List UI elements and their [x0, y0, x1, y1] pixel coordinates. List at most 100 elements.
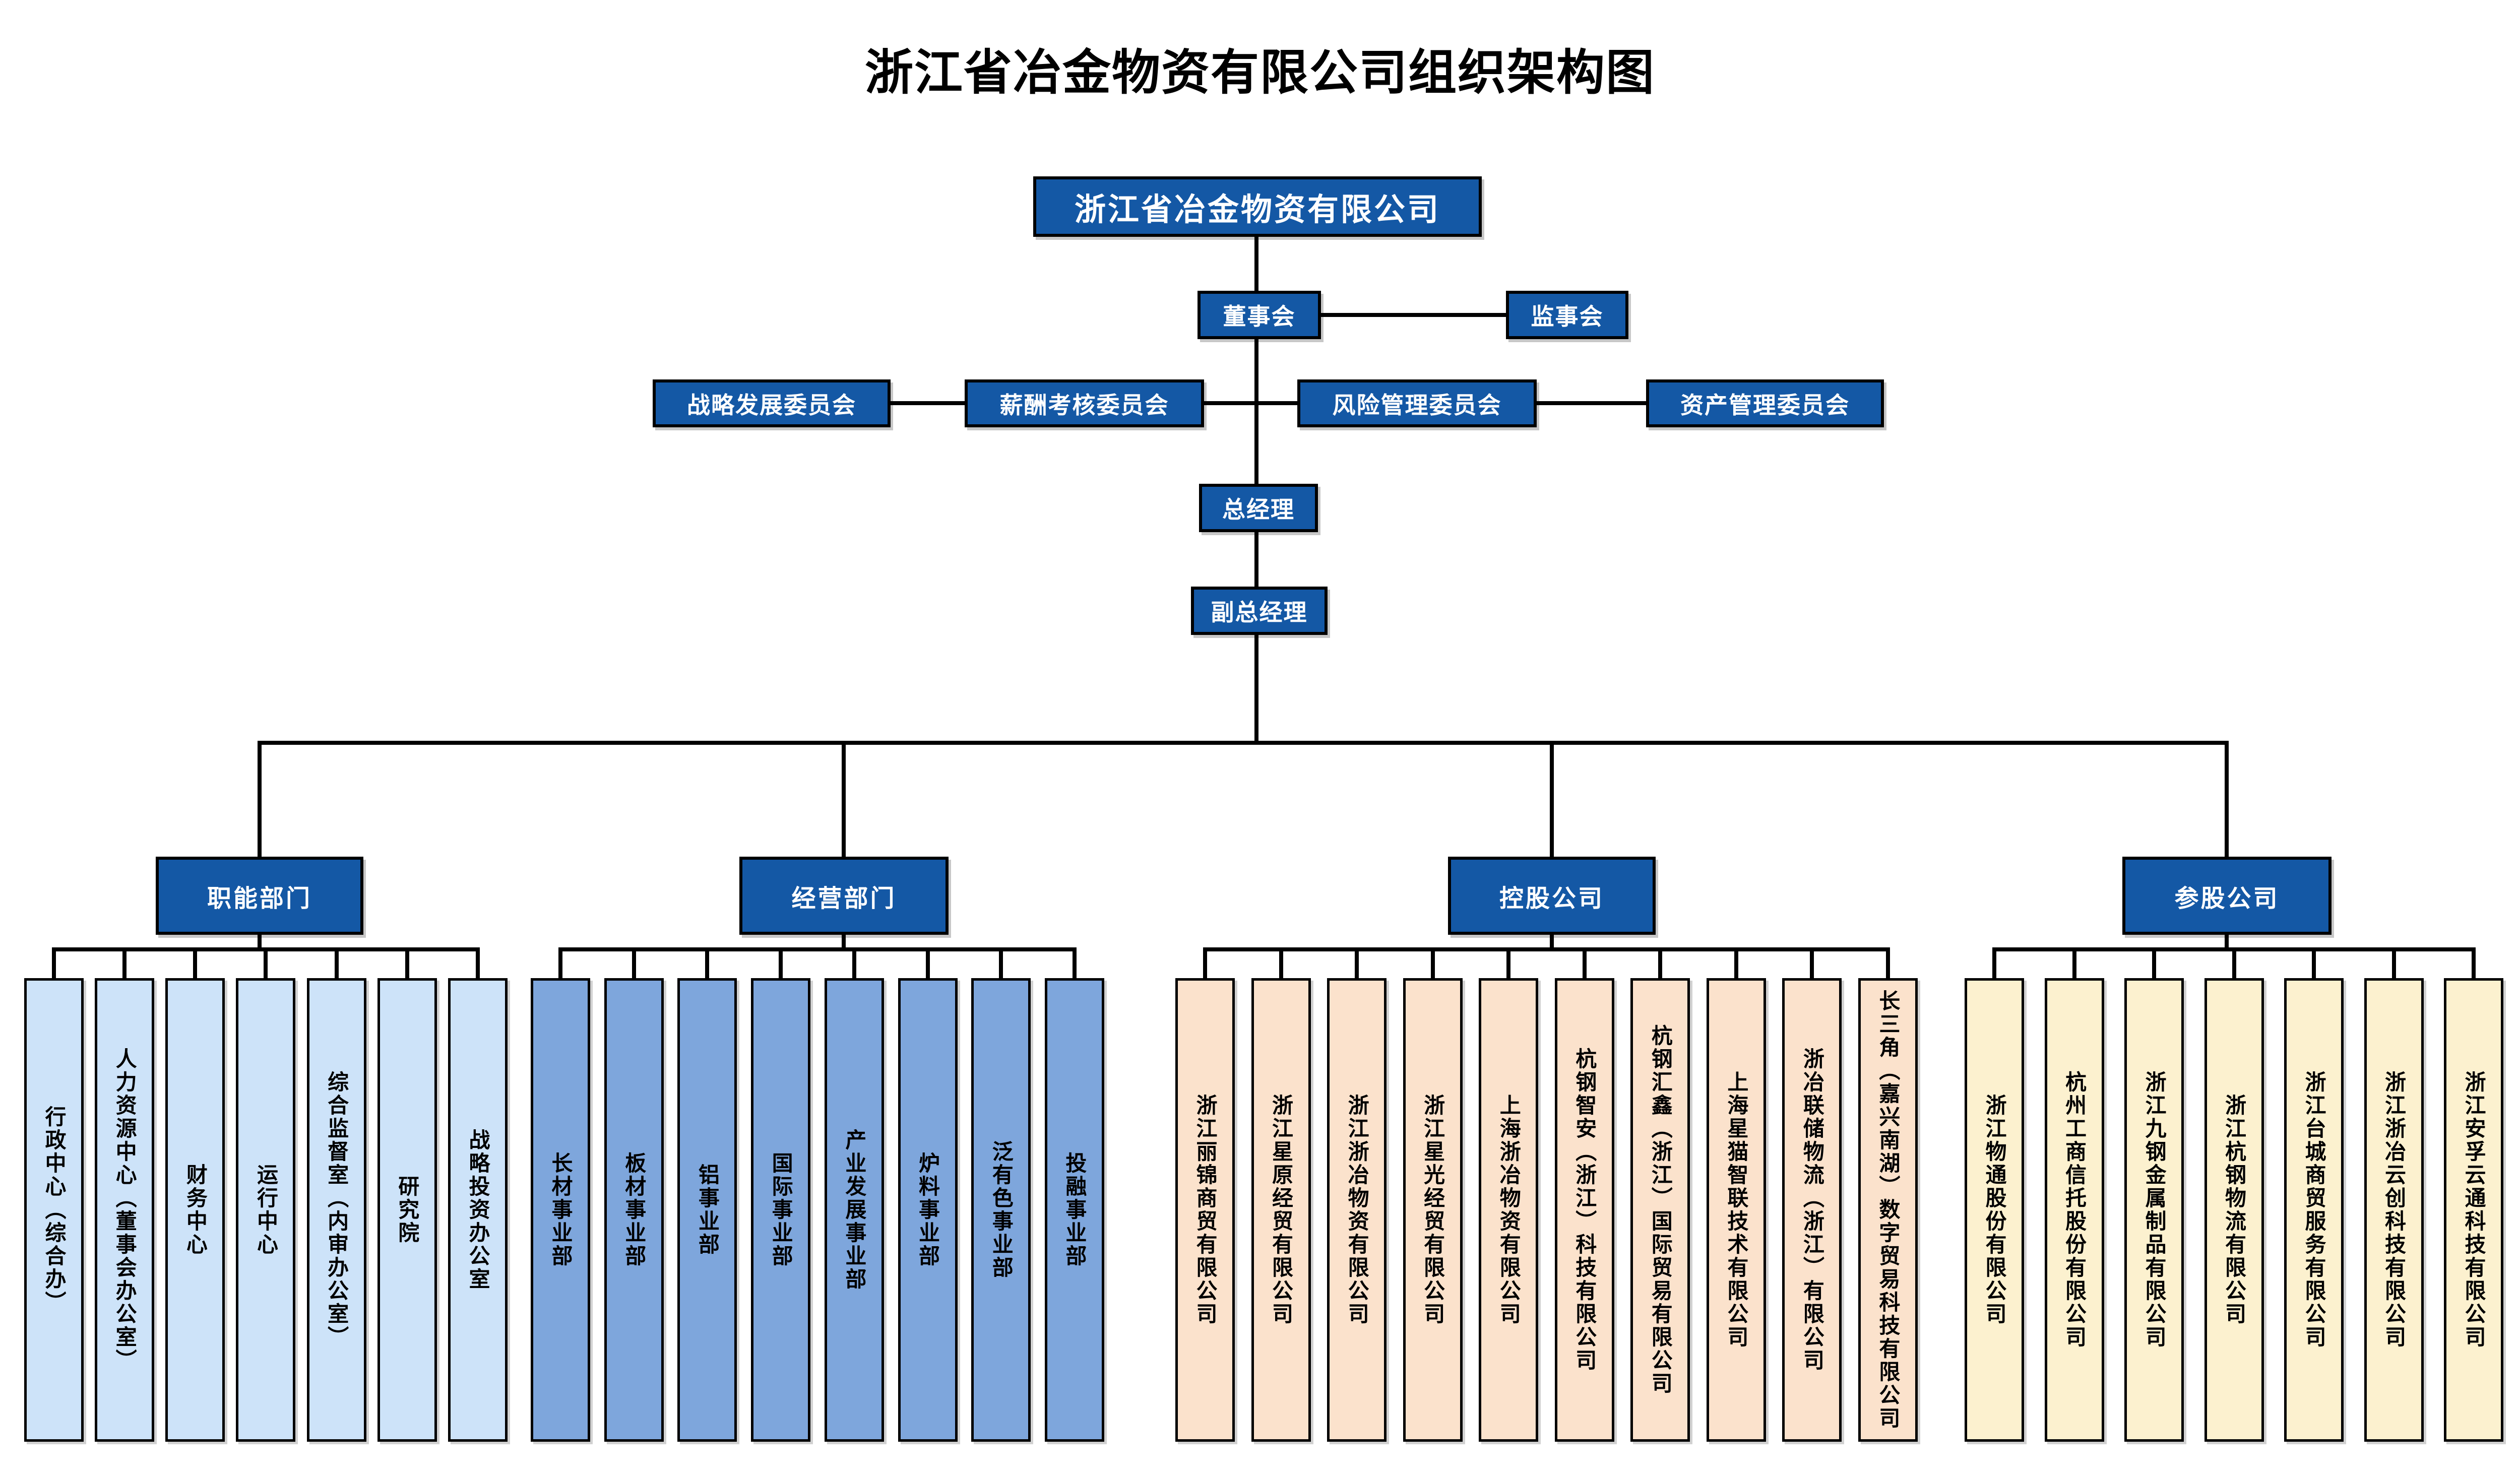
org-column-label: 板材事业部: [622, 1152, 646, 1268]
connector-committee-2: [1204, 401, 1297, 405]
group-header-holding: 控股公司: [1448, 857, 1656, 935]
group-header-participating: 参股公司: [2122, 857, 2332, 935]
org-column-label: 行政中心（综合办）: [42, 1106, 66, 1314]
group-header-functional: 职能部门: [156, 857, 363, 935]
org-column: 杭州工商信托股份有限公司: [2044, 951, 2104, 1442]
root-company-box: 浙江省冶金物资有限公司: [1033, 176, 1482, 237]
branch-drop-operating: [842, 741, 846, 857]
group-header-operating: 经营部门: [739, 857, 949, 935]
org-column: 浙冶联储物流（浙江）有限公司: [1782, 951, 1842, 1442]
org-column: 运行中心: [236, 951, 296, 1442]
supervisory-board-box: 监事会: [1506, 291, 1628, 339]
org-column: 上海浙冶物资有限公司: [1479, 951, 1539, 1442]
group-holding-companies: 浙江丽锦商贸有限公司 浙江星原经贸有限公司 浙江浙冶物资有限公司 浙江星光经贸有限公司…: [1175, 947, 1918, 1442]
org-column-label: 浙江安孚云通科技有限公司: [2462, 1071, 2486, 1349]
org-column: 铝事业部: [677, 951, 737, 1442]
org-column-label: 炉料事业部: [916, 1152, 940, 1268]
org-column-label: 财务中心: [183, 1164, 208, 1256]
org-column-label: 浙江星原经贸有限公司: [1269, 1094, 1293, 1326]
org-column-label: 综合监督室（内审办公室）: [325, 1071, 349, 1349]
org-column-label: 人力资源中心（董事会办公室）: [113, 1048, 137, 1372]
org-column-label: 浙江浙冶云创科技有限公司: [2382, 1071, 2406, 1349]
header-stub-participating: [2225, 935, 2229, 947]
connector-board-to-supervisory: [1321, 313, 1506, 317]
group-operating-departments: 长材事业部 板材事业部 铝事业部 国际事业部 产业发展事业部 炉料事业部 泛有色事业部 投融事…: [531, 947, 1104, 1442]
org-column-label: 研究院: [395, 1175, 419, 1245]
branch-line: [260, 741, 2226, 745]
committee-compensation-box: 薪酬考核委员会: [965, 379, 1204, 427]
group-functional-departments: 行政中心（综合办） 人力资源中心（董事会办公室） 财务中心 运行中心 综合监督室（内审办…: [24, 947, 508, 1442]
org-column-label: 浙江物通股份有限公司: [1983, 1094, 2006, 1326]
org-column: 长三角（嘉兴南湖）数字贸易科技有限公司: [1858, 951, 1918, 1442]
org-column-label: 泛有色事业部: [989, 1140, 1014, 1279]
org-column-label: 杭钢汇鑫（浙江）国际贸易有限公司: [1649, 1024, 1673, 1395]
branch-drop-participating: [2225, 741, 2229, 857]
board-of-directors-box: 董事会: [1198, 291, 1321, 339]
connector-board-to-gm: [1254, 339, 1258, 484]
bus-line: [1203, 947, 1890, 951]
org-column: 杭钢汇鑫（浙江）国际贸易有限公司: [1630, 951, 1690, 1442]
org-column: 投融事业部: [1044, 951, 1104, 1442]
branch-drop-functional: [258, 741, 262, 857]
org-column: 浙江丽锦商贸有限公司: [1175, 951, 1235, 1442]
bus-line: [558, 947, 1077, 951]
org-column: 浙江物通股份有限公司: [1965, 951, 2024, 1442]
committee-asset-box: 资产管理委员会: [1646, 379, 1884, 427]
org-column: 浙江九钢金属制品有限公司: [2124, 951, 2184, 1442]
org-column-label: 浙江杭钢物流有限公司: [2222, 1094, 2246, 1326]
general-manager-box: 总经理: [1199, 484, 1318, 532]
org-column-label: 浙江浙冶物资有限公司: [1345, 1094, 1369, 1326]
org-column: 浙江杭钢物流有限公司: [2204, 951, 2264, 1442]
org-column: 长材事业部: [531, 951, 590, 1442]
org-column-label: 浙江九钢金属制品有限公司: [2143, 1071, 2166, 1349]
org-column: 财务中心: [165, 951, 225, 1442]
deputy-general-manager-box: 副总经理: [1191, 587, 1328, 635]
org-column: 杭钢智安（浙江）科技有限公司: [1554, 951, 1614, 1442]
org-column: 产业发展事业部: [824, 951, 884, 1442]
branch-drop-holding: [1550, 741, 1554, 857]
committee-risk-box: 风险管理委员会: [1297, 379, 1537, 427]
org-column: 行政中心（综合办）: [24, 951, 84, 1442]
org-column-label: 长三角（嘉兴南湖）数字贸易科技有限公司: [1876, 990, 1900, 1430]
org-column: 上海星猫智联技术有限公司: [1706, 951, 1766, 1442]
org-column: 炉料事业部: [898, 951, 958, 1442]
group-participating-companies: 浙江物通股份有限公司 杭州工商信托股份有限公司 浙江九钢金属制品有限公司 浙江杭钢物流…: [1965, 947, 2503, 1442]
org-column-label: 杭州工商信托股份有限公司: [2062, 1071, 2087, 1349]
org-column: 研究院: [377, 951, 437, 1442]
org-column-label: 长材事业部: [549, 1152, 573, 1268]
org-column: 浙江台城商贸服务有限公司: [2284, 951, 2344, 1442]
org-column: 泛有色事业部: [971, 951, 1031, 1442]
header-stub-functional: [258, 935, 262, 947]
header-stub-holding: [1550, 935, 1554, 947]
org-column: 浙江星光经贸有限公司: [1403, 951, 1463, 1442]
org-column-label: 浙江台城商贸服务有限公司: [2302, 1071, 2326, 1349]
org-column-label: 上海浙冶物资有限公司: [1497, 1094, 1521, 1326]
org-column-label: 战略投资办公室: [466, 1129, 490, 1291]
org-column: 战略投资办公室: [448, 951, 508, 1442]
org-column: 浙江浙冶云创科技有限公司: [2364, 951, 2424, 1442]
org-column-label: 运行中心: [254, 1164, 278, 1256]
org-column: 浙江安孚云通科技有限公司: [2444, 951, 2503, 1442]
org-column-label: 上海星猫智联技术有限公司: [1724, 1071, 1748, 1349]
org-column: 综合监督室（内审办公室）: [306, 951, 366, 1442]
bus-line: [1992, 947, 2476, 951]
org-column-label: 浙江丽锦商贸有限公司: [1193, 1094, 1217, 1326]
org-column: 人力资源中心（董事会办公室）: [95, 951, 155, 1442]
org-column: 板材事业部: [604, 951, 664, 1442]
org-column: 浙江浙冶物资有限公司: [1327, 951, 1387, 1442]
connector-root-to-board: [1254, 237, 1258, 291]
org-column: 浙江星原经贸有限公司: [1251, 951, 1311, 1442]
org-column-label: 浙江星光经贸有限公司: [1421, 1094, 1445, 1326]
connector-dgm-to-branch: [1254, 635, 1258, 745]
org-column-label: 产业发展事业部: [842, 1129, 866, 1291]
committee-strategy-box: 战略发展委员会: [653, 379, 891, 427]
org-column-label: 投融事业部: [1062, 1152, 1087, 1268]
page-title: 浙江省冶金物资有限公司组织架构图: [865, 46, 1655, 100]
connector-committee-1: [891, 401, 965, 405]
bus-line: [52, 947, 480, 951]
org-column-label: 国际事业部: [769, 1152, 793, 1268]
connector-committee-3: [1537, 401, 1646, 405]
org-column-label: 杭钢智安（浙江）科技有限公司: [1572, 1048, 1597, 1372]
header-stub-operating: [842, 935, 846, 947]
